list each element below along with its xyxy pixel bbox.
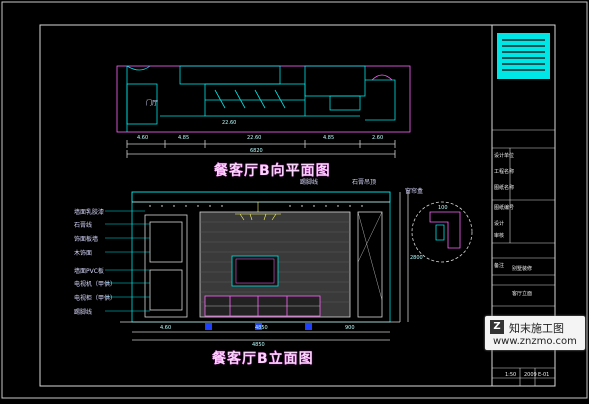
title-block — [492, 33, 555, 386]
elev-dim-3: 900 — [345, 325, 355, 331]
elev-label-6: 电视机（甲供） — [74, 281, 117, 288]
tb-row-6: 审核 — [494, 233, 505, 239]
elev-total-dim: 4850 — [252, 342, 265, 348]
elev-top-label-1: 踢脚线 — [300, 179, 319, 186]
tb-row-2: 工程名称 — [494, 169, 515, 175]
plan-dim-4: 4.85 — [323, 135, 335, 141]
chandelier-icon — [235, 202, 281, 221]
elev-label-4: 木饰面 — [74, 250, 93, 257]
tb-date: 2009 — [524, 372, 537, 378]
watermark-url: www.znzmo.com — [493, 336, 577, 347]
elevation-title: 餐客厅B立面图 — [212, 351, 314, 367]
plan-view — [116, 65, 411, 158]
plan-dim-2: 4.85 — [178, 135, 190, 141]
plan-inner-dim: 22.60 — [222, 120, 237, 126]
elev-label-8: 踢脚线 — [74, 309, 93, 316]
tb-row-1: 设计单位 — [494, 153, 515, 159]
tb-row-3: 图纸名称 — [494, 185, 515, 191]
drawing-frame — [39, 24, 556, 387]
plan-dim-1: 4.60 — [137, 135, 149, 141]
elev-label-5: 墙面PVC板 — [74, 268, 104, 275]
tb-note-label: 备注 — [494, 263, 505, 269]
elev-dim-1: 4.60 — [160, 325, 172, 331]
plan-room-label: 门厅 — [146, 100, 159, 107]
elev-top-label-3: 窗帘盒 — [405, 188, 424, 195]
tb-row-5: 设计 — [494, 221, 505, 227]
detail-dim: 100 — [438, 205, 448, 211]
tb-sheet: E-01 — [538, 372, 550, 378]
plan-dim-5: 2.60 — [372, 135, 384, 141]
plan-total-dim: 6820 — [250, 148, 263, 154]
elev-label-2: 石膏线 — [74, 222, 93, 229]
elev-label-7: 电视柜（甲供） — [74, 295, 117, 302]
elevation-view — [105, 191, 409, 341]
watermark-brand: 知末施工图 — [509, 322, 564, 335]
tb-project: 别墅装修 — [512, 266, 533, 272]
elev-top-label-2: 石膏吊顶 — [352, 179, 377, 186]
elev-label-3: 饰面板墙 — [74, 236, 99, 243]
elev-label-1: 墙面乳胶漆 — [74, 209, 105, 216]
detail-callout — [411, 201, 473, 263]
plan-dim-3: 22.60 — [247, 135, 262, 141]
elev-height-dim: 2800 — [410, 255, 423, 261]
tb-scale: 1:50 — [505, 372, 517, 378]
brand-logo-icon: Z — [490, 320, 504, 334]
plan-title: 餐客厅B向平面图 — [214, 163, 331, 179]
tb-row-4: 图纸编号 — [494, 205, 515, 211]
tb-drawing-name: 客厅立面 — [512, 291, 533, 297]
elev-dim-2: 4850 — [255, 325, 268, 331]
ceiling-dots — [149, 205, 363, 207]
watermark-badge[interactable]: Z 知末施工图 www.znzmo.com — [485, 316, 585, 350]
